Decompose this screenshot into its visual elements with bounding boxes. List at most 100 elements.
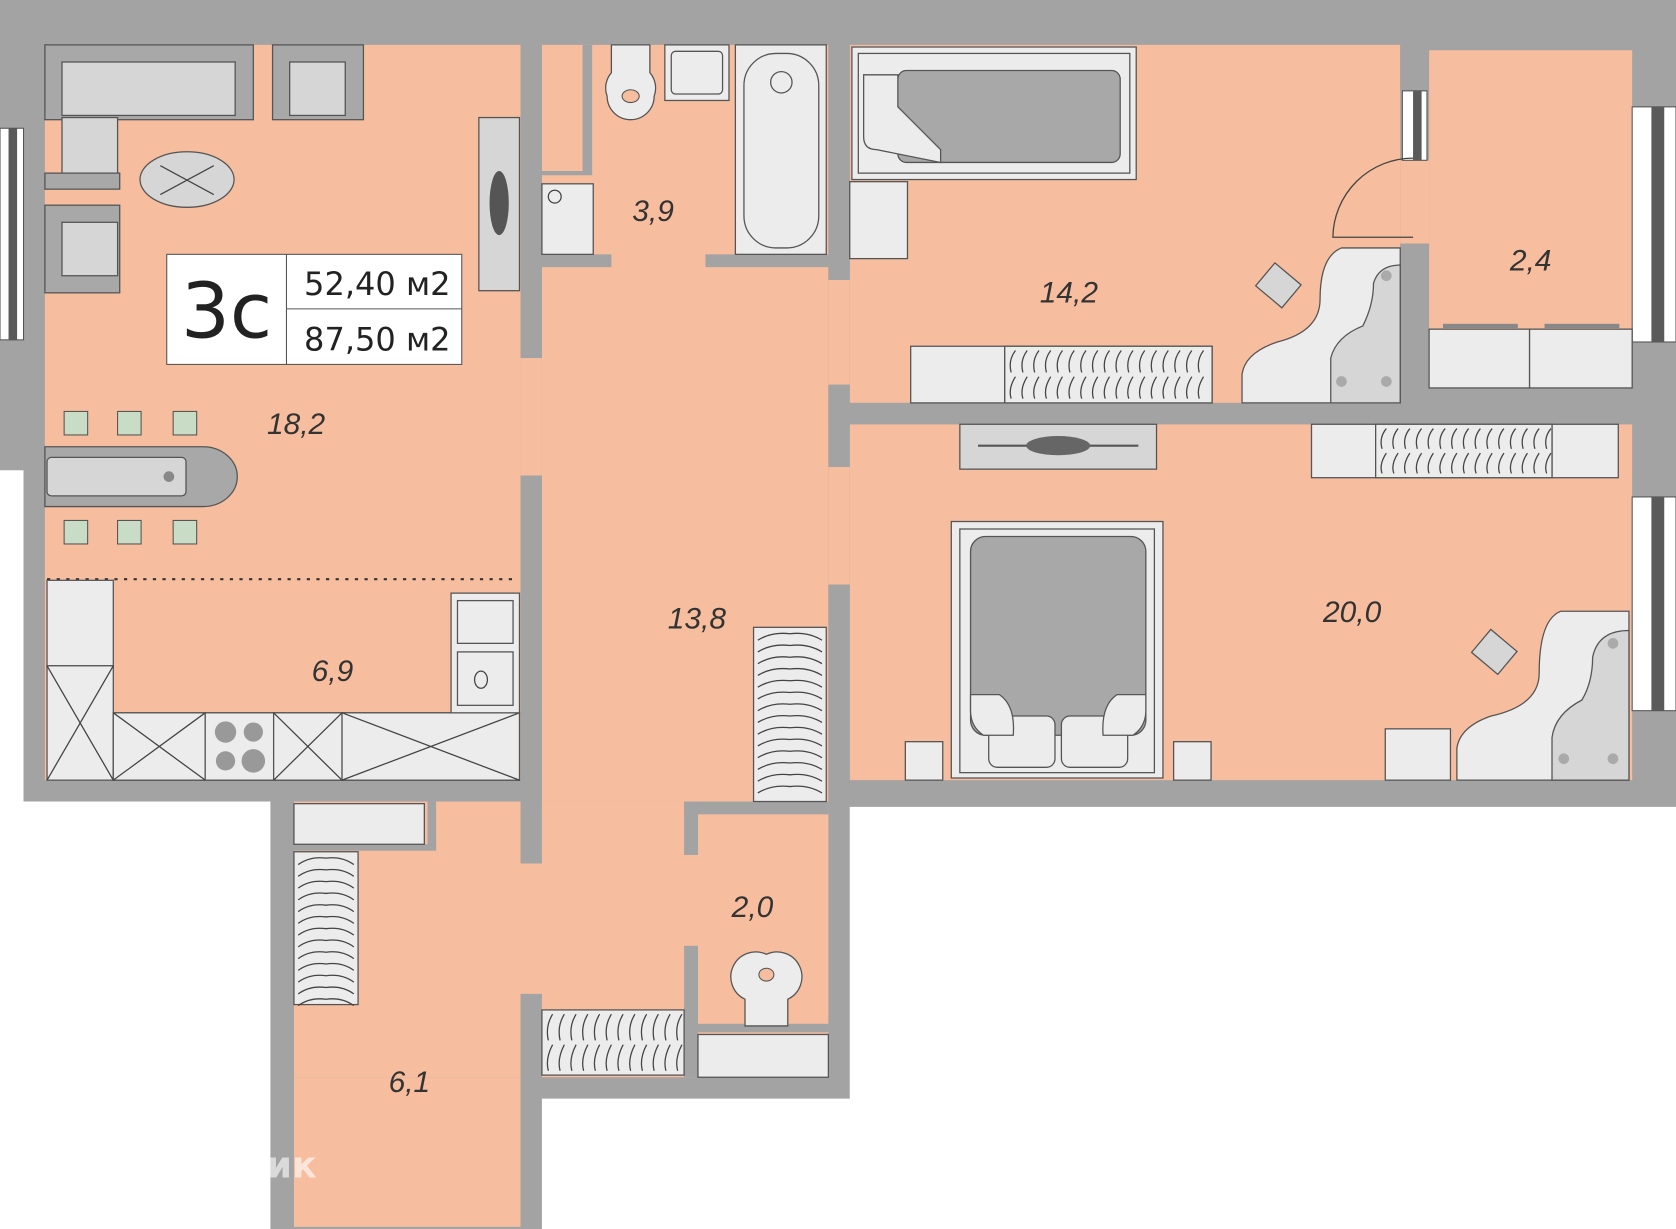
hanger-mark: [640, 1013, 648, 1071]
hanger-mark: [1162, 350, 1169, 399]
hanger-mark: [1486, 428, 1493, 474]
coffee-table-cross: [160, 165, 215, 196]
hanger-mark: [1451, 428, 1458, 474]
hanger-mark: [1474, 428, 1481, 474]
hanger-mark: [1498, 428, 1505, 474]
hanger-mark: [757, 738, 823, 747]
hanger-mark: [757, 644, 823, 653]
hanger-mark: [297, 939, 355, 948]
kitchen-counter: [46, 579, 521, 781]
hanger-mark: [757, 714, 823, 723]
wardrobe-hangers: [293, 345, 1553, 1076]
area-living-room: 18,2: [267, 408, 326, 441]
wardrobe-rail-corridor: [752, 626, 827, 803]
hanger-mark: [1392, 428, 1399, 474]
hanger-mark: [1509, 428, 1517, 474]
area-bedroom-2: 20,0: [1322, 596, 1382, 629]
hanger-mark: [297, 927, 355, 936]
hanger-mark: [757, 667, 823, 676]
hanger-mark: [757, 773, 823, 782]
watermark-logo: Домклик: [62, 1125, 317, 1188]
hanger-mark: [605, 1013, 612, 1071]
hanger-mark: [757, 679, 823, 688]
hanger-mark: [1056, 350, 1064, 399]
hanger-mark: [1127, 350, 1134, 399]
hanger-mark: [297, 857, 355, 866]
tv-stand-bedroom-2: [959, 423, 1158, 470]
hanger-mark: [1150, 350, 1158, 399]
hanger-mark: [582, 1013, 589, 1071]
hanger-mark: [1138, 350, 1146, 399]
bed-double: [904, 520, 1212, 781]
area-corridor: 13,8: [668, 602, 727, 635]
hanger-mark: [297, 892, 355, 901]
hanger-mark: [1521, 428, 1528, 474]
shelves-dressing: [1428, 323, 1633, 389]
area-bathroom: 3,9: [632, 195, 674, 228]
area-dressing-room: 2,4: [1509, 244, 1552, 277]
wardrobe-rail-hallway: [541, 1009, 685, 1076]
desk-bedroom-2: [1384, 610, 1630, 781]
hanger-mark: [757, 785, 823, 794]
unit-tag: 3с 52,40 м2 87,50 м2: [166, 253, 463, 365]
hanger-mark: [1427, 428, 1434, 474]
watermark-text: Домклик: [128, 1144, 317, 1187]
hanger-mark: [664, 1013, 671, 1071]
hanger-mark: [558, 1013, 565, 1071]
hanger-mark: [1415, 428, 1423, 474]
sofa: [44, 44, 365, 294]
total-area: 87,50 м2: [304, 321, 451, 359]
hanger-mark: [297, 974, 355, 983]
partitions: [44, 44, 1633, 1099]
toilet: [730, 951, 803, 1027]
desk-bedroom-1: [1241, 247, 1401, 404]
hanger-mark: [757, 726, 823, 735]
hanger-mark: [1091, 350, 1099, 399]
hanger-mark: [297, 904, 355, 913]
living-area: 52,40 м2: [304, 265, 451, 303]
hanger-mark: [297, 962, 355, 971]
hanger-mark: [757, 762, 823, 771]
bathroom-fixtures: [541, 44, 827, 255]
hanger-mark: [1380, 428, 1387, 474]
hanger-mark: [1103, 350, 1111, 399]
hanger-mark: [297, 998, 355, 1007]
area-hall: 6,1: [389, 1066, 431, 1099]
hanger-mark: [297, 868, 355, 877]
hanger-mark: [757, 632, 823, 641]
bed-single: [849, 46, 1137, 260]
tv-stand: [478, 116, 521, 292]
door-swing: [1332, 157, 1414, 238]
unit-type: 3с: [181, 268, 272, 357]
area-toilet: 2,0: [731, 891, 774, 924]
house-icon: [62, 1125, 118, 1188]
windows: [0, 90, 1676, 712]
hanger-mark: [1044, 350, 1052, 399]
hanger-mark: [757, 703, 823, 712]
hanger-mark: [1439, 428, 1446, 474]
hanger-mark: [757, 656, 823, 665]
area-bedroom-1: 14,2: [1040, 276, 1099, 309]
hall-storage: [293, 803, 425, 845]
hanger-mark: [1033, 350, 1040, 399]
hanger-mark: [1009, 350, 1016, 399]
hanger-mark: [297, 951, 355, 960]
hanger-mark: [1197, 350, 1205, 399]
hanger-mark: [629, 1013, 636, 1071]
toilet-shelf: [697, 1033, 830, 1078]
hanger-mark: [1462, 428, 1470, 474]
hanger-mark: [1185, 350, 1193, 399]
hanger-mark: [1080, 350, 1087, 399]
hanger-mark: [1174, 350, 1181, 399]
hanger-mark: [1068, 350, 1075, 399]
hanger-mark: [652, 1013, 659, 1071]
area-kitchen: 6,9: [312, 655, 354, 688]
hanger-mark: [1403, 428, 1411, 474]
toilet-bowl: [758, 967, 775, 982]
hanger-mark: [297, 915, 355, 924]
hanger-mark: [297, 986, 355, 995]
hanger-mark: [617, 1013, 624, 1071]
hanger-mark: [676, 1013, 683, 1071]
hanger-mark: [1115, 350, 1122, 399]
